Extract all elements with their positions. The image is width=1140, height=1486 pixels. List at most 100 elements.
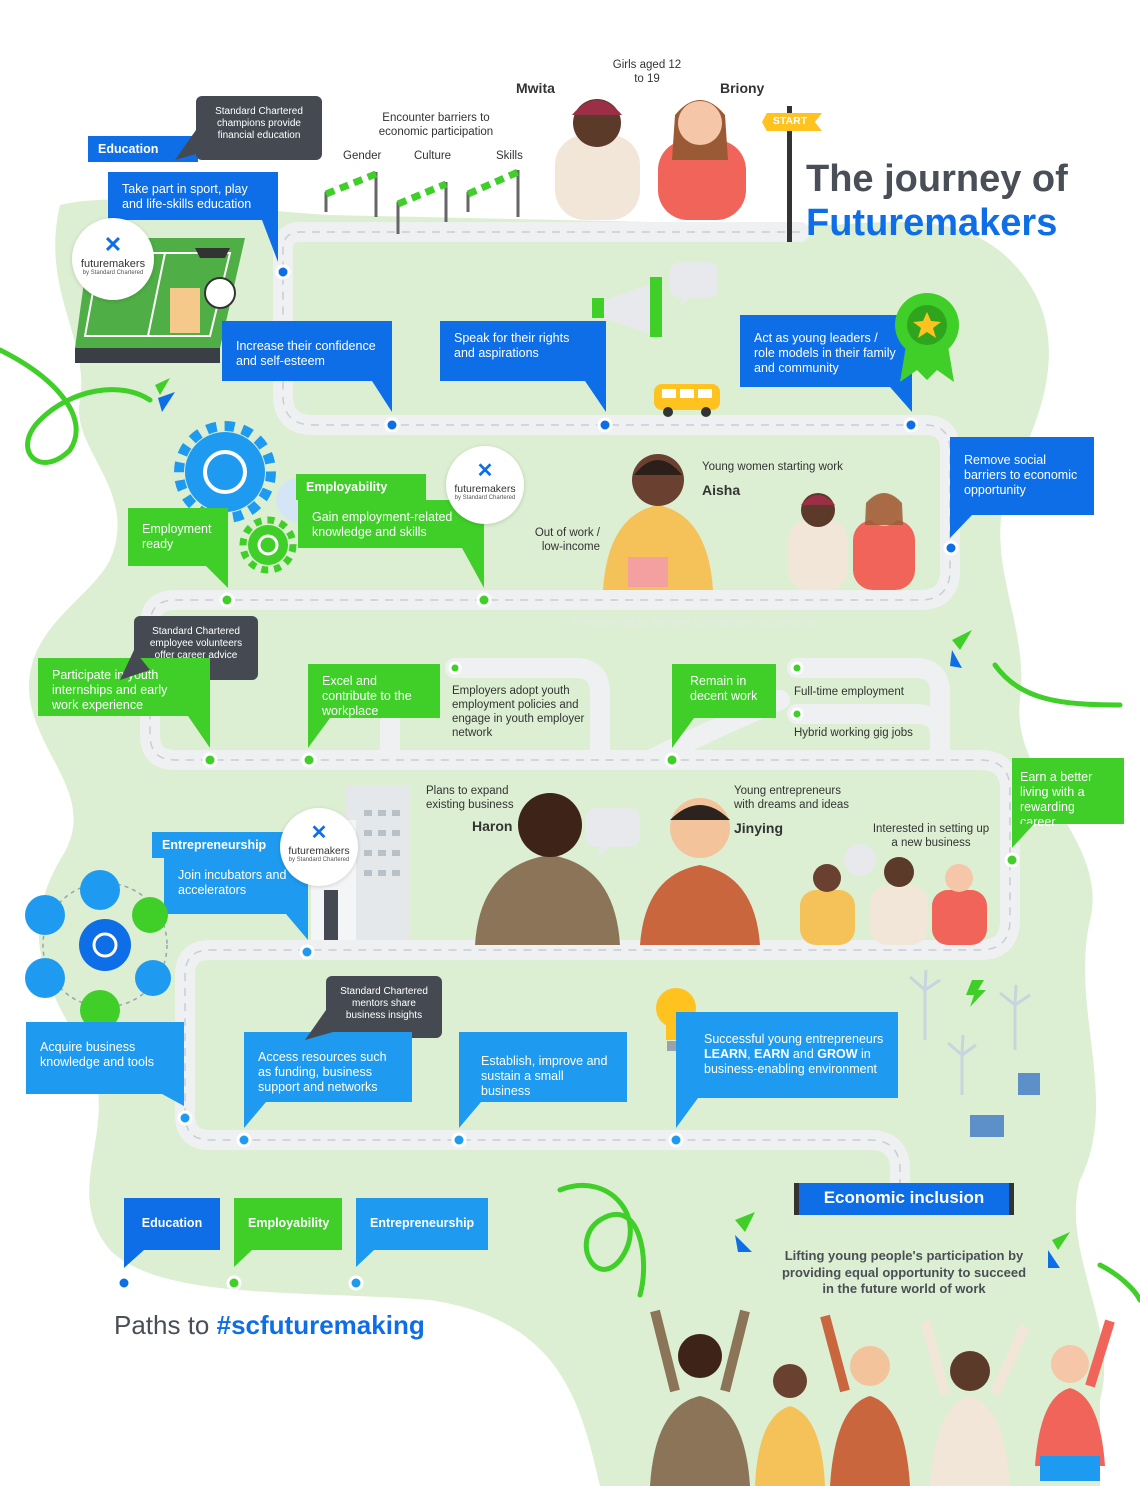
briony-figure-small (853, 493, 915, 590)
futuremakers-logo: ✕ futuremakers by Standard Chartered (280, 808, 358, 886)
barrier-gates (324, 168, 520, 234)
green-swoosh (557, 1182, 647, 1298)
futuremakers-logo: ✕ futuremakers by Standard Chartered (72, 218, 154, 300)
haron-figure (475, 793, 620, 945)
aisha-figure (603, 454, 713, 590)
celebrating-person (820, 1314, 910, 1486)
interested-label: Interested in setting up a new business (872, 823, 990, 849)
calculator-icon (135, 960, 171, 996)
jinying-figure (640, 798, 760, 945)
internships-callout: Participate in youth internships and ear… (38, 658, 210, 716)
chevron-mark-icon (735, 1212, 755, 1252)
out-of-work-label: Out of work / low-income (534, 527, 600, 553)
graduation-cap-icon (195, 248, 230, 258)
celebrating-person (755, 1364, 825, 1486)
barrier-gender: Gender (343, 150, 382, 162)
rocket-icon (25, 895, 65, 935)
celebrating-person (1035, 1319, 1115, 1481)
chevron-mark-icon (155, 378, 175, 412)
legend-education: Education (124, 1198, 220, 1250)
name-aisha: Aisha (702, 482, 741, 498)
gear-icon (79, 919, 131, 971)
network-icon (80, 990, 120, 1030)
wind-turbine-icon (999, 984, 1031, 1050)
futuremakers-x-icon: ✕ (476, 460, 494, 482)
girls-age-label: Girls aged 12 to 19 (612, 59, 682, 85)
chevron-mark-icon (950, 630, 972, 668)
establish-callout: Establish, improve and sustain a small b… (459, 1032, 627, 1102)
renewable-energy-icons (909, 969, 1040, 1137)
barrier-skills: Skills (496, 150, 523, 162)
briony-figure (658, 100, 746, 220)
finish-banner-text: Economic inclusion (823, 1188, 985, 1207)
solar-panel-icon (1018, 1073, 1040, 1095)
gain-skills-callout: Gain employment-related knowledge and sk… (298, 500, 484, 548)
join-callout: Join incubators and accelerators (164, 858, 308, 914)
name-mwita: Mwita (516, 80, 555, 96)
earn-callout: Earn a better living with a rewarding ca… (1012, 758, 1124, 829)
sport-callout: Take part in sport, play and life-skills… (108, 172, 278, 220)
rights-callout: Speak for their rights and aspirations (440, 321, 606, 381)
megaphone-icon (592, 262, 718, 337)
futuremakers-x-icon: ✕ (310, 822, 328, 844)
finish-banner (794, 1183, 1014, 1215)
speech-bubble-icon (844, 844, 876, 876)
fulltime-label: Full-time employment (794, 686, 904, 698)
green-swoosh (992, 662, 1123, 708)
employers-label: Employers adopt youth employment policie… (452, 685, 585, 739)
futuremakers-logo: ✕ futuremakers by Standard Chartered (446, 446, 524, 524)
excel-callout: Excel and contribute to the workplace (308, 664, 440, 718)
celebrating-crowd-illustration (650, 1309, 1115, 1486)
sc-education-note: Standard Chartered champions provide fin… (196, 96, 322, 160)
employability-tag: Employability (296, 474, 426, 500)
aisha-illustration (603, 454, 915, 590)
bus-icon (654, 384, 720, 417)
chevron-mark-icon (1048, 1232, 1070, 1268)
green-swoosh (1097, 1262, 1140, 1303)
legend-entrepreneurship: Entrepreneurship (356, 1198, 488, 1250)
hashtag: #scfuturemaking (216, 1310, 425, 1340)
access-callout: Access resources such as funding, busine… (244, 1032, 412, 1102)
young-women-label: Young women starting work (702, 461, 843, 473)
wind-turbine-icon (947, 1034, 977, 1095)
mwita-figure (555, 99, 640, 220)
start-post (787, 106, 792, 242)
group-figures (800, 857, 987, 945)
sc-mentors-note: Standard Chartered mentors share busines… (326, 976, 442, 1038)
education-tag: Education (88, 136, 198, 162)
green-swoosh (0, 347, 153, 465)
legend-pointers (116, 1250, 374, 1291)
futuremakers-x-icon: ✕ (103, 232, 123, 257)
paths-prefix: Paths to (114, 1310, 210, 1340)
start-label: START (772, 115, 808, 127)
speech-bubble-icon (585, 808, 640, 858)
barriers-heading: Encounter barriers to economic participa… (378, 112, 494, 138)
paths-heading: Paths to #scfuturemaking (114, 1310, 425, 1341)
mwita-figure-small (788, 493, 848, 590)
entrepreneurs-illustration (475, 793, 987, 945)
legend-employability: Employability (234, 1198, 342, 1250)
solar-panel-icon (970, 1115, 1004, 1137)
title-line1: The journey of (806, 158, 1068, 200)
young-entrepreneurs-label: Young entrepreneurs with dreams and idea… (734, 785, 850, 811)
barrier-culture: Culture (414, 150, 452, 162)
remain-callout: Remain in decent work (672, 664, 776, 718)
celebrating-person (920, 1319, 1030, 1486)
business-tools-icons (25, 870, 171, 1030)
globe-icon (132, 897, 168, 933)
remove-barriers-callout: Remove social barriers to economic oppor… (950, 437, 1094, 515)
successful-callout: Successful young entrepreneurs LEARN, EA… (676, 1012, 898, 1098)
handshake-icon (80, 870, 120, 910)
finish-text: Lifting young people's participation by … (781, 1248, 1027, 1296)
girls-illustration (555, 99, 746, 220)
faint-road-text: Remove social barriers to economic oppor… (573, 617, 817, 629)
football-icon (204, 277, 236, 309)
celebrating-person (650, 1309, 750, 1486)
name-briony: Briony (720, 80, 765, 96)
leaders-callout: Act as young leaders / role models in th… (740, 315, 912, 387)
book-stack-icon (170, 288, 200, 333)
laptop-icon (25, 958, 65, 998)
acquire-callout: Acquire business knowledge and tools (26, 1022, 184, 1094)
entrepreneurship-tag: Entrepreneurship (152, 832, 292, 858)
